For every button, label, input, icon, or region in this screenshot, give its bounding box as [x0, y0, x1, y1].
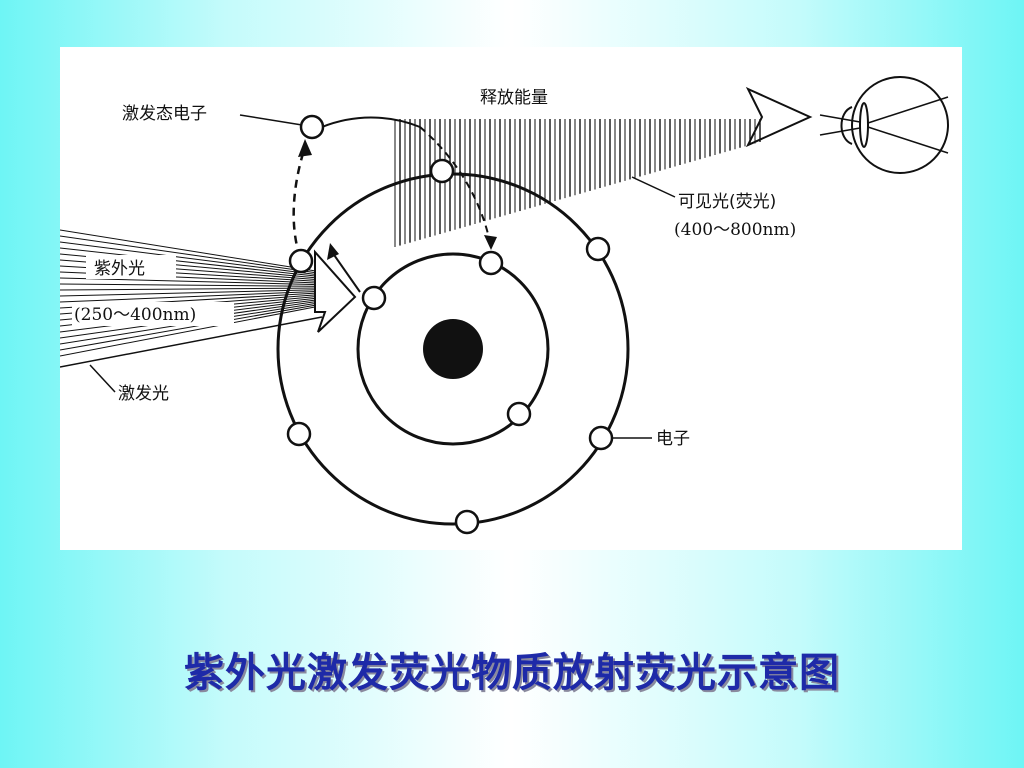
uv-label-bg [86, 255, 176, 279]
hatch-line [60, 247, 323, 278]
leader-visible [631, 176, 676, 198]
electron [478, 250, 504, 276]
excitation-light-label: 激发光 [118, 384, 169, 404]
electron [361, 285, 387, 311]
hatch-line [60, 241, 323, 276]
drop-dashed-arrowhead [484, 235, 497, 250]
uv-range-label: (250～400nm) [74, 305, 196, 325]
hatch-line [60, 290, 323, 303]
fluorescence-diagram: 激发态电子 释放能量 可见光(荧光) (400～800nm) 紫外光 (250～… [60, 47, 962, 550]
emission-arrowhead [745, 86, 813, 148]
visible-light-label: 可见光(荧光) [678, 192, 776, 212]
electron [585, 236, 611, 262]
uv-range-bg [72, 302, 234, 326]
electron [288, 248, 314, 274]
electron [429, 158, 455, 184]
uv-light-label: 紫外光 [94, 259, 145, 279]
drop-dashed-arrow [419, 126, 491, 243]
hatch-line [60, 289, 323, 297]
electron [506, 401, 532, 427]
figure-caption: 紫外光激发荧光物质放射荧光示意图 [184, 650, 840, 696]
hatch-line [60, 305, 323, 357]
energy-release-label: 释放能量 [480, 88, 548, 108]
visible-light-range-label: (400～800nm) [674, 220, 796, 240]
electron [454, 509, 480, 535]
electron [286, 421, 312, 447]
excitation-arrowhead [327, 243, 339, 260]
hatch-line [60, 287, 323, 291]
electrons-group [286, 114, 614, 535]
hatch-line [60, 229, 323, 273]
excitation-arrow [331, 251, 361, 293]
nucleus [423, 319, 483, 379]
leader-excited [239, 114, 303, 126]
up-dashed-arrow [292, 146, 307, 258]
excited-electron-label: 激发态电子 [122, 104, 207, 124]
electron [299, 114, 325, 140]
hatching-layer [60, 119, 761, 368]
hatch-line [60, 283, 323, 287]
excited-arc [321, 116, 421, 128]
hatch-line [60, 277, 323, 286]
electron [588, 425, 614, 451]
uv-arrow [314, 249, 357, 333]
hatch-line [60, 303, 323, 351]
leader-excitation [89, 364, 116, 393]
inner-orbit [356, 252, 550, 446]
eye-icon [819, 76, 949, 174]
up-dashed-arrowhead [298, 139, 312, 157]
electron-label: 电子 [656, 429, 690, 449]
hatch-line [60, 235, 323, 275]
